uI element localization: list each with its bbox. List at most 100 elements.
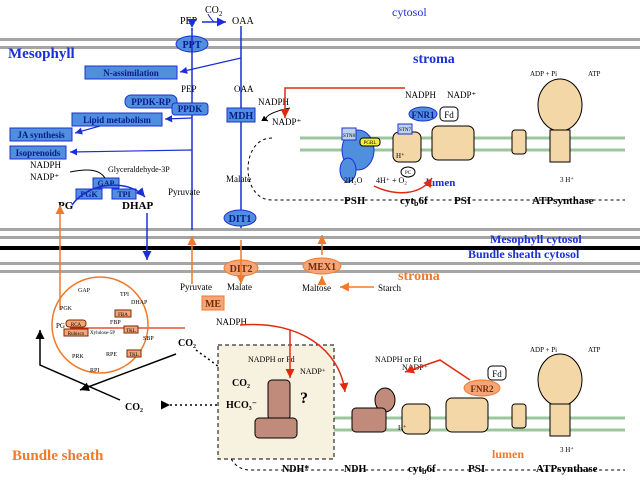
three-h-top: 3 H⁺ <box>560 176 574 184</box>
n-assimilation-label: N-assimilation <box>103 68 159 78</box>
calvin-prk: PRK <box>72 354 84 360</box>
nadp-left-label: NADP⁺ <box>30 172 60 182</box>
h-plus-bottom: H⁺ <box>398 424 407 432</box>
pgrl-top-label: PGRL <box>364 141 377 146</box>
pgrl-top <box>359 137 381 147</box>
co2-bottom-label: CO₂ <box>178 338 196 349</box>
fnr-nadph-top: NADPH <box>405 90 437 100</box>
fd-top-box <box>439 106 459 122</box>
pep-top-label: PEP <box>180 16 198 27</box>
nadp-left-bottom: NADP⁺ <box>300 367 326 376</box>
atpsynthase-bottom-label: ATPsynthase <box>536 463 598 475</box>
lumen-top-label: lumen <box>426 177 455 189</box>
me-box <box>201 295 225 311</box>
co2-top-label: CO2 <box>205 5 223 18</box>
dit1-transporter <box>223 209 257 227</box>
mesophyll-envelope-bottom-inner <box>0 228 640 231</box>
n-assimilation-box <box>84 65 178 80</box>
nadph-bottom-label: NADPH <box>216 317 248 327</box>
mdh-box <box>226 107 256 123</box>
isoprenoids-label: Isoprenoids <box>16 148 61 158</box>
dhap-top-label: DHAP <box>122 200 153 212</box>
co2-cytosol-label: CO₂ <box>125 402 143 413</box>
pgk-label: PGK <box>80 190 98 199</box>
mesophyll-envelope-outer <box>0 38 640 41</box>
ndh-complex <box>351 387 396 433</box>
glyceraldehyde-label: Glyceraldehyde-3P <box>108 165 170 174</box>
gap-label: GAP <box>98 179 115 188</box>
calvin-xylulose: Xylulose-5P <box>90 331 115 336</box>
lipid-label: Lipid metabolism <box>83 115 151 125</box>
nadph-left-label: NADPH <box>30 160 62 170</box>
dit1-label: DIT1 <box>229 214 252 225</box>
calvin-rpe: RPE <box>106 352 117 358</box>
malate-bottom-label: Malate <box>227 282 252 292</box>
fd-bottom-box <box>487 365 507 381</box>
cytosol-label: cytosol <box>392 5 427 19</box>
isoprenoids-box <box>9 145 67 160</box>
calvin-rubisco: Rubisco <box>68 332 85 337</box>
mdh-nadph-label: NADPH <box>258 97 290 107</box>
mesophyll-cytosol-label: Mesophyll cytosol <box>490 232 582 246</box>
oaa-top-label: OAA <box>232 16 254 27</box>
ndh-label: NDH <box>344 464 366 475</box>
pc-top-label: PC <box>405 171 412 176</box>
nadph-or-fd-right: NADPH or Fd <box>375 355 422 364</box>
calvin-tkl2: TKL <box>129 353 139 358</box>
psi-top-complex <box>431 125 475 161</box>
calvin-fbp: FBP <box>110 320 121 326</box>
fnr2-label: FNR2 <box>471 384 494 394</box>
psi-bottom-label: PSI <box>468 463 485 475</box>
mex1-label: MEX1 <box>308 262 336 273</box>
calvin-pg: PG <box>56 322 65 330</box>
lumen-bottom-label: lumen <box>492 447 524 461</box>
mdh-nadp-label: NADP⁺ <box>272 117 302 127</box>
gap-box <box>92 177 120 189</box>
mesophyll-envelope-inner <box>0 46 640 49</box>
stroma-top-label: stroma <box>413 52 455 67</box>
ppdk-box <box>171 102 209 116</box>
fnr-nadp-top: NADP⁺ <box>447 90 477 100</box>
malate-top-label: Malate <box>226 174 251 184</box>
maltose-label: Maltose <box>302 283 331 293</box>
me-label: ME <box>205 299 221 310</box>
ndh-star-complex <box>267 379 291 421</box>
h-plus-top: H⁺ <box>396 152 405 160</box>
calvin-cycle: GAP TPI DHAP PGK FBA FBP PG RCA Rubisco … <box>51 276 154 374</box>
adp-pi-bottom: ADP + Pi <box>530 346 557 354</box>
pgk-box <box>75 188 103 200</box>
cytb6f-complex: STN7 PC <box>392 123 422 178</box>
psii-complex: STN8 <box>339 127 375 183</box>
pyruvate-top-label: Pyruvate <box>168 187 200 197</box>
adp-pi-top: ADP + Pi <box>530 70 557 78</box>
stn8-label: STN8 <box>343 134 355 139</box>
ppdk-rp-box <box>124 94 178 109</box>
atpsynthase-top-label: ATPsynthase <box>532 195 594 207</box>
calvin-rca: RCA <box>71 323 82 328</box>
pep-inner-label: PEP <box>181 84 197 94</box>
pyruvate-bottom-label: Pyruvate <box>180 282 212 292</box>
calvin-tpi: TPI <box>120 292 129 298</box>
calvin-rpi: RPI <box>90 368 99 374</box>
hco3-label: HCO₃⁻ <box>226 400 257 411</box>
bundle-sheath-title: Bundle sheath <box>12 448 104 464</box>
tpi-label: TPI <box>117 190 130 199</box>
cyt-top-label: cytb6f <box>400 195 428 208</box>
ndh-star-label: NDH* <box>282 464 309 475</box>
ppdk-rp-label: PPDK-RP <box>131 97 171 107</box>
fnr1-box <box>408 106 438 122</box>
fd-bottom-label: Fd <box>492 369 502 379</box>
ja-label: JA synthesis <box>17 130 65 140</box>
nadph-or-fd-left: NADPH or Fd <box>248 355 295 364</box>
ja-box <box>9 127 73 142</box>
atp-bottom: ATP <box>588 346 601 354</box>
psi-bottom <box>445 397 489 433</box>
cell-wall-divider <box>0 246 640 250</box>
three-h-bottom: 3 H⁺ <box>560 446 574 454</box>
cytb6f-bottom <box>401 403 431 435</box>
nadp-right-bottom: NADP⁺ <box>402 363 428 372</box>
question-mark: ? <box>300 390 308 407</box>
calvin-sbp: SBP <box>143 336 154 342</box>
atpsynthase-bottom <box>511 353 583 437</box>
